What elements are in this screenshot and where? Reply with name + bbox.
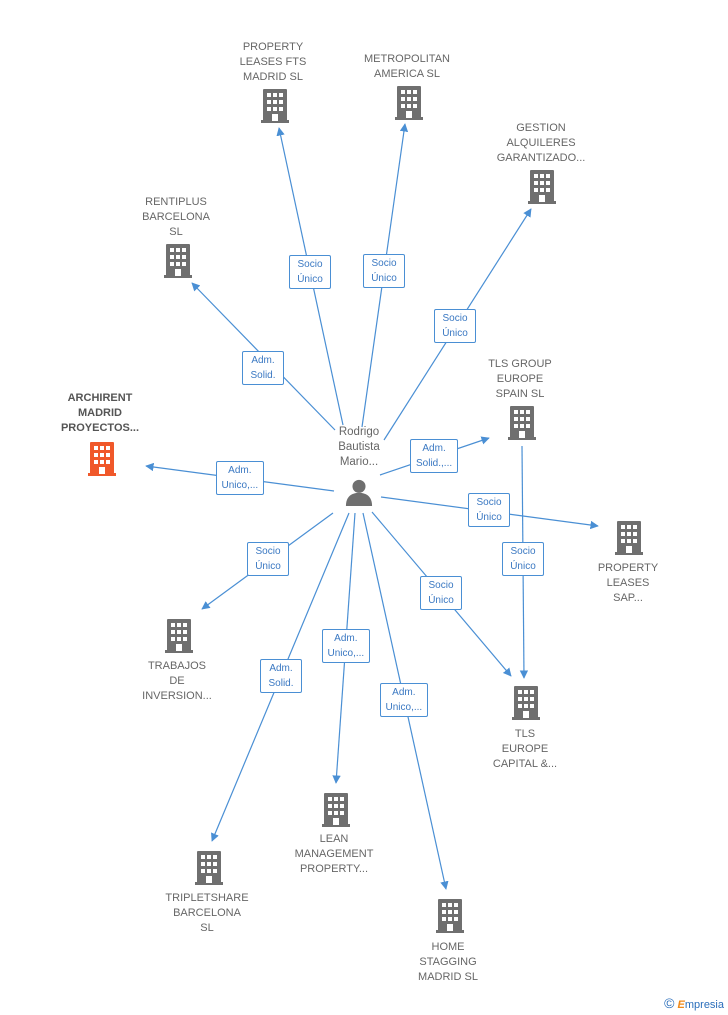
edge-label-tls-europe-capital[interactable]: Socio Único	[502, 542, 544, 576]
copyright-symbol: ©	[664, 995, 675, 1011]
node-label-tls-europe-capital[interactable]: TLS EUROPE CAPITAL &...	[492, 728, 558, 770]
edge-label-tripletshare-barcelona[interactable]: Adm. Solid.	[260, 659, 302, 693]
tls-europe-capital-building-icon[interactable]	[512, 686, 540, 720]
metropolitan-america-building-icon[interactable]	[395, 86, 423, 120]
node-label-lean-management[interactable]: LEAN MANAGEMENT PROPERTY...	[294, 833, 374, 875]
node-label-metropolitan-america[interactable]: METROPOLITAN AMERICA SL	[364, 53, 450, 80]
tripletshare-barcelona-building-icon[interactable]	[195, 851, 223, 885]
node-label-trabajos-inversion[interactable]: TRABAJOS DE INVERSION...	[142, 660, 212, 702]
node-label-gestion-alquileres[interactable]: GESTION ALQUILERES GARANTIZADO...	[496, 122, 586, 164]
edge-label-rentiplus-barcelona[interactable]: Adm. Solid.	[242, 351, 284, 385]
node-label-rentiplus-barcelona[interactable]: RENTIPLUS BARCELONA SL	[142, 196, 210, 238]
edge-label-trabajos-inversion[interactable]: Socio Único	[247, 542, 289, 576]
person-icon[interactable]	[345, 479, 373, 506]
edge-label-property-leases-fts[interactable]: Socio Único	[289, 255, 331, 289]
node-label-archirent-madrid[interactable]: ARCHIRENT MADRID PROYECTOS...	[60, 392, 140, 434]
home-staging-building-icon[interactable]	[436, 899, 464, 933]
rentiplus-barcelona-building-icon[interactable]	[164, 244, 192, 278]
node-label-property-leases-sap[interactable]: PROPERTY LEASES SAP...	[597, 562, 659, 604]
edge-label-metropolitan-america[interactable]: Socio Único	[363, 254, 405, 288]
edge-label-gestion-alquileres[interactable]: Socio Único	[434, 309, 476, 343]
gestion-alquileres-building-icon[interactable]	[528, 170, 556, 204]
edge-label-property-leases-sap[interactable]: Socio Único	[468, 493, 510, 527]
node-label-property-leases-fts[interactable]: PROPERTY LEASES FTS MADRID SL	[239, 41, 307, 83]
edge-label-lean-management[interactable]: Adm. Unico,...	[321, 629, 371, 663]
edge-label-home-staging[interactable]: Adm. Unico,...	[379, 683, 429, 717]
node-label-tls-group-europe[interactable]: TLS GROUP EUROPE SPAIN SL	[488, 358, 552, 400]
footer-brand: © Empresia	[664, 995, 724, 1011]
lean-management-building-icon[interactable]	[322, 793, 350, 827]
center-person-label[interactable]: Rodrigo Bautista Mario...	[338, 426, 380, 468]
edge-label-archirent-madrid[interactable]: Adm. Unico,...	[215, 461, 265, 495]
edge-label-tls-europe-capital[interactable]: Socio Único	[420, 576, 462, 610]
edge-label-tls-group-europe[interactable]: Adm. Solid.,...	[410, 439, 459, 473]
tls-group-europe-building-icon[interactable]	[508, 406, 536, 440]
node-label-home-staging[interactable]: HOME STAGGING MADRID SL	[418, 941, 478, 983]
archirent-madrid-building-icon[interactable]	[88, 442, 116, 476]
property-leases-sap-building-icon[interactable]	[615, 521, 643, 555]
property-leases-fts-building-icon[interactable]	[261, 89, 289, 123]
brand-name: mpresia	[684, 999, 724, 1011]
node-label-tripletshare-barcelona[interactable]: TRIPLETSHARE BARCELONA SL	[165, 892, 249, 934]
trabajos-inversion-building-icon[interactable]	[165, 619, 193, 653]
brand-initial: E	[677, 999, 685, 1011]
